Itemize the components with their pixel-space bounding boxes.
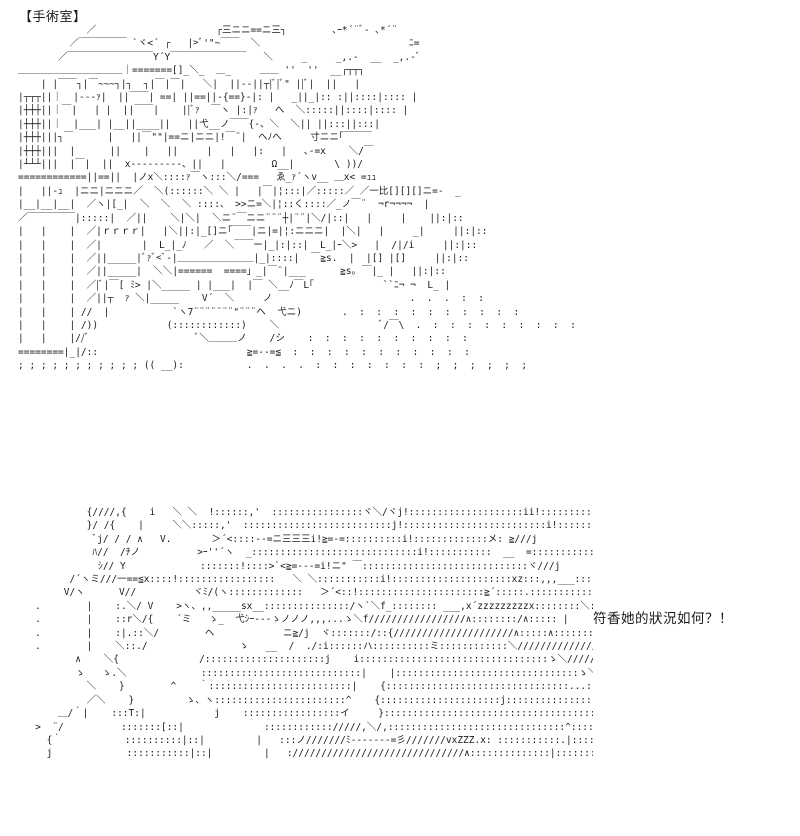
page-title: 【手術室】	[19, 10, 87, 25]
patient-ascii-art: {////,{ i ＼ ＼ !::::::,' ::::::::::::::::…	[35, 507, 593, 760]
operating-room-ascii-art: ／ ┌三ニニ==ニ三┐ ､ｰ*´¨ﾞ- ､*´¨ ／￣￣￣￣￣ `ヾ<´ ┌ |…	[18, 25, 576, 372]
dialogue-caption: 符香她的狀況如何？！	[593, 611, 733, 627]
